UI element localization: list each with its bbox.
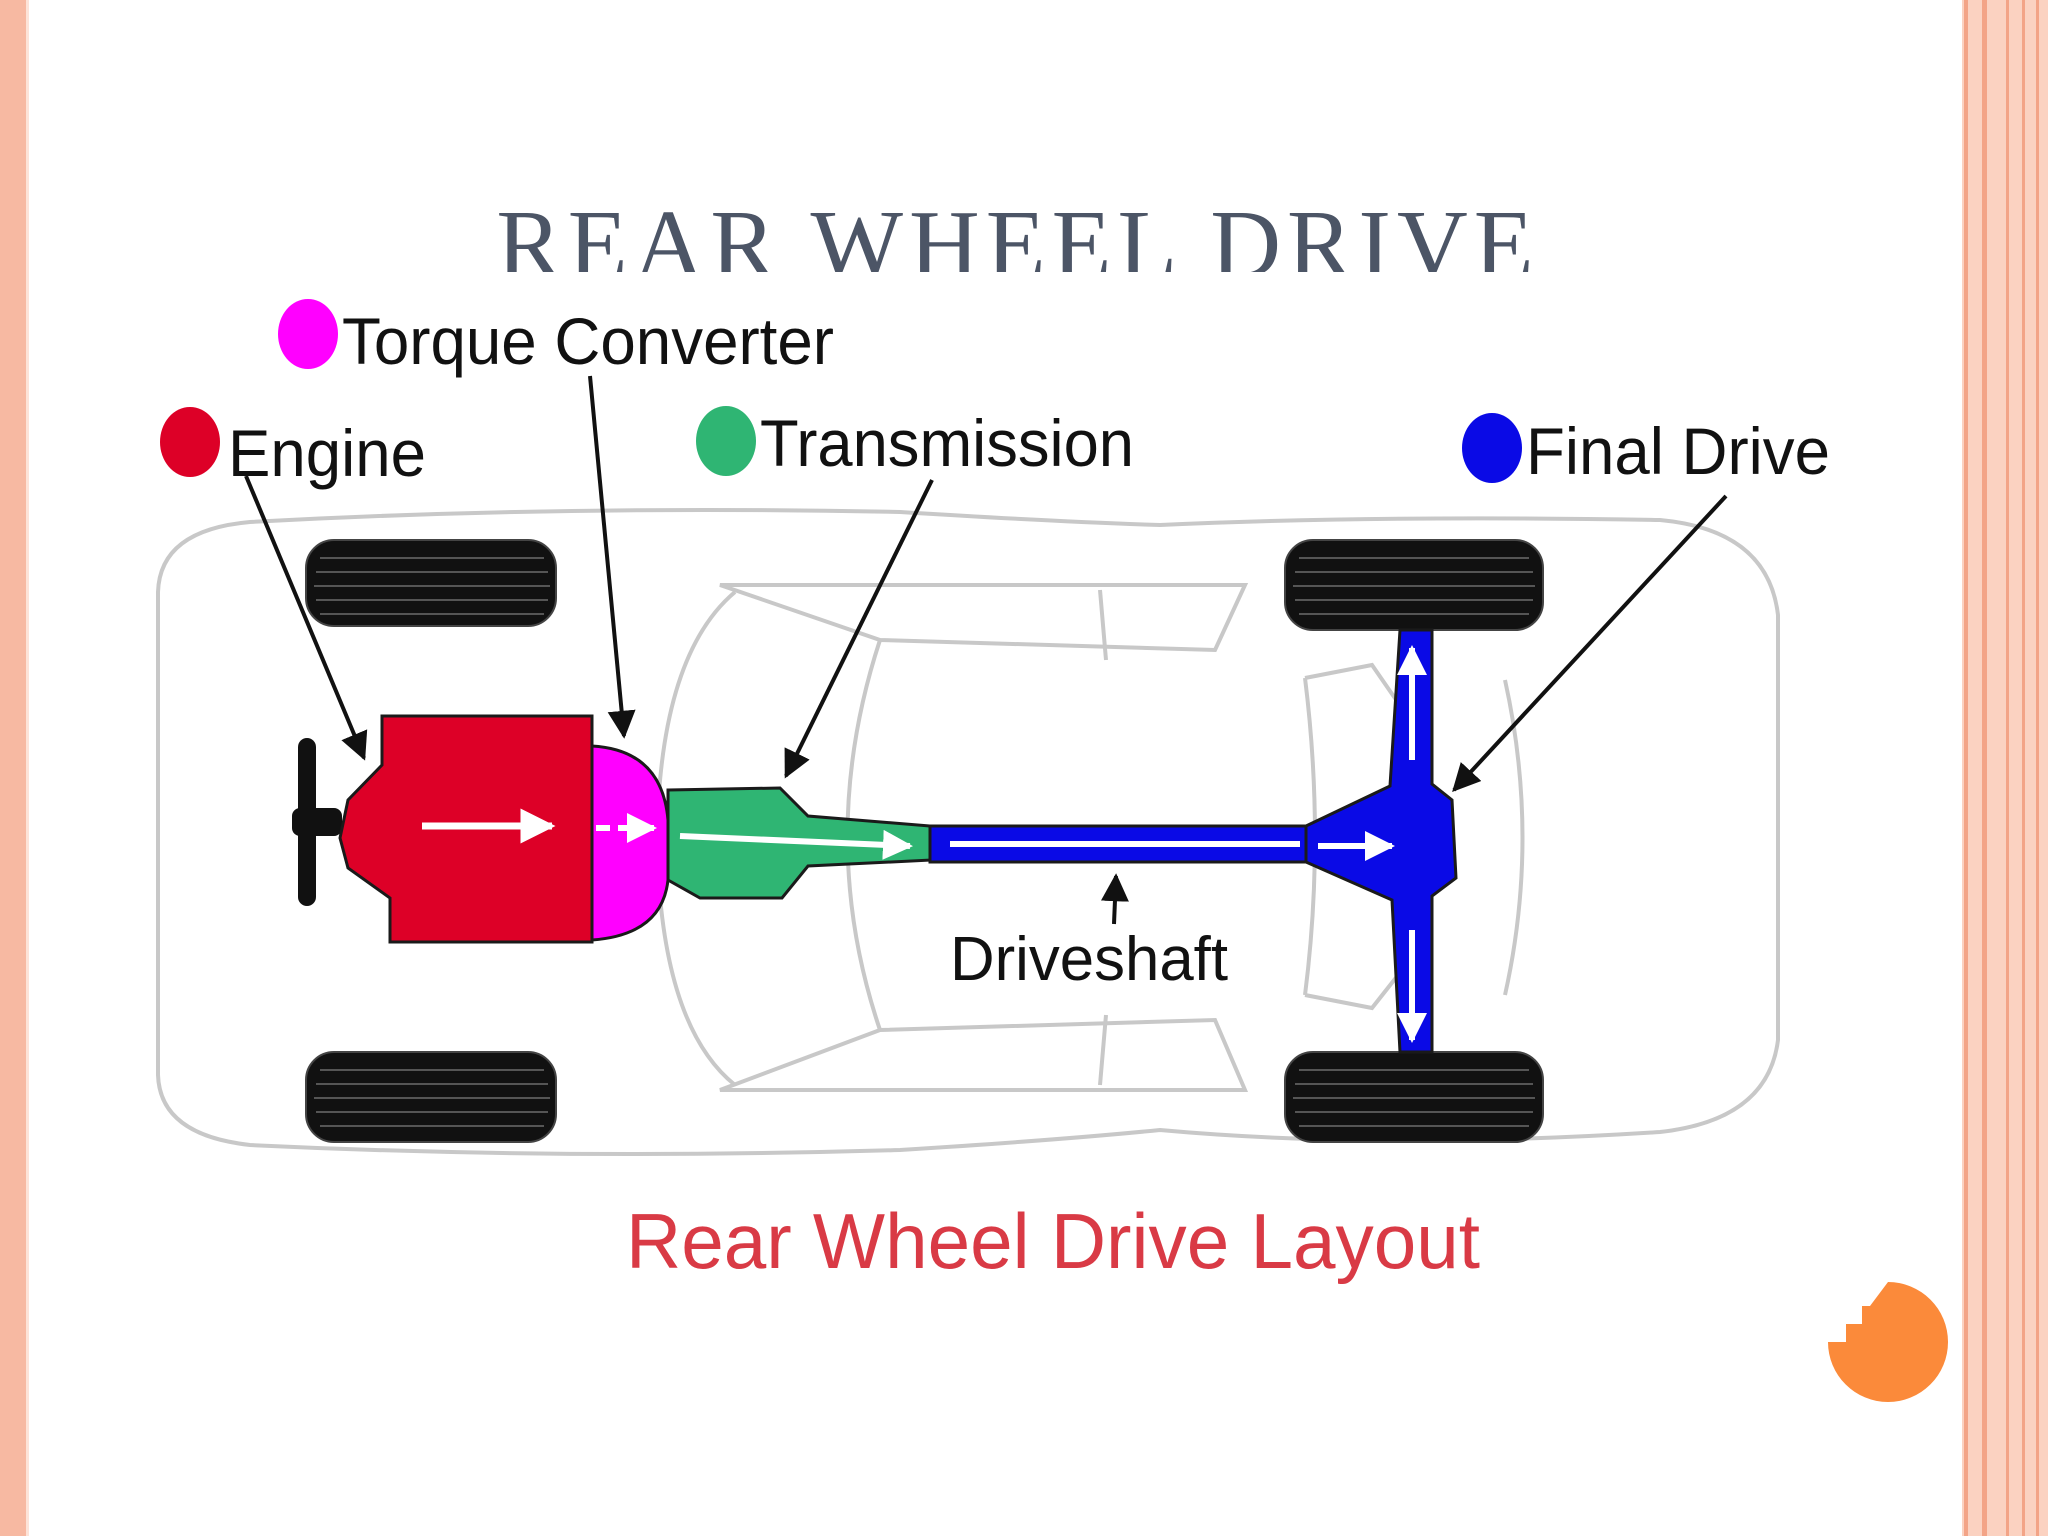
final-drive-legend-dot (1462, 413, 1522, 483)
slide-border-left-inner (26, 0, 29, 1536)
engine-callout-arrow (244, 475, 368, 761)
cooling-fan (292, 738, 342, 906)
rear-right-tire (1284, 1051, 1544, 1143)
engine-legend-dot (160, 407, 220, 477)
torque-converter-callout-arrow (588, 375, 636, 739)
rear-left-tire (1284, 539, 1544, 631)
final-drive-differential (1304, 628, 1458, 1054)
slide-title: REAR WHEEL DRIVE (496, 196, 1540, 272)
slide-border-right (1962, 0, 2048, 1536)
slide-border-left (0, 0, 26, 1536)
front-left-tire (305, 539, 557, 627)
front-right-tire (305, 1051, 557, 1143)
torque-converter-housing (590, 744, 670, 942)
transmission-callout-arrow (784, 479, 934, 779)
engine-label: Engine (228, 416, 426, 490)
torque-converter-label: Torque Converter (342, 304, 834, 378)
transmission-label: Transmission (760, 406, 1134, 480)
diagram-caption: Rear Wheel Drive Layout (626, 1197, 1480, 1285)
driveshaft-callout-arrow (1100, 873, 1129, 925)
torque-converter-legend-dot (278, 299, 338, 369)
transmission-legend-dot (696, 406, 756, 476)
orange-accent-dot (1828, 1282, 1948, 1402)
final-drive-label: Final Drive (1526, 414, 1830, 488)
final-drive-callout-arrow (1452, 494, 1728, 793)
driveshaft-label: Driveshaft (950, 925, 1228, 994)
